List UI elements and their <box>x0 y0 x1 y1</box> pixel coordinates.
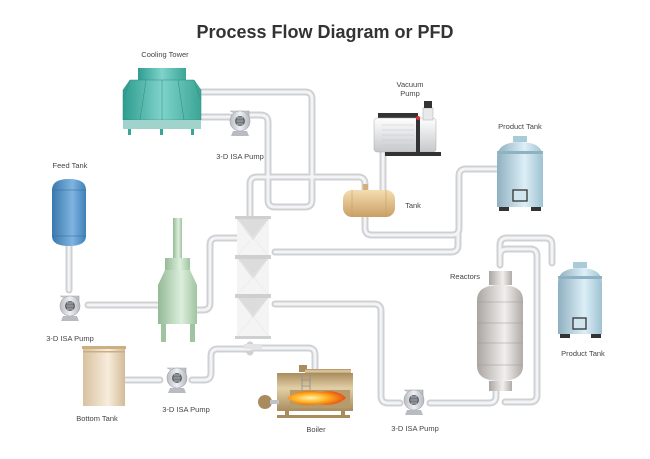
boiler[interactable] <box>258 365 353 418</box>
label-pump-left: 3-D ISA Pump <box>46 334 94 343</box>
bottom-tank[interactable] <box>82 346 126 406</box>
label-tank: Tank <box>405 201 421 210</box>
label-boiler: Boiler <box>306 425 326 434</box>
label-pump-right: 3-D ISA Pump <box>391 424 439 433</box>
vacuum-pump[interactable] <box>373 101 441 156</box>
stripper-column[interactable] <box>158 218 197 342</box>
product-tank-right[interactable] <box>558 262 602 338</box>
pump-right[interactable] <box>403 389 425 416</box>
reactor[interactable] <box>477 271 523 391</box>
cooling-tower[interactable] <box>122 68 202 135</box>
diagram-title: Process Flow Diagram or PFD <box>196 22 454 42</box>
feed-tank[interactable] <box>52 179 86 246</box>
label-bottom-tank: Bottom Tank <box>76 414 118 423</box>
label-product-tank-top: Product Tank <box>498 122 542 131</box>
horizontal-tank[interactable] <box>343 184 395 217</box>
product-tank-top[interactable] <box>497 136 543 211</box>
pump-top[interactable] <box>229 110 251 137</box>
label-reactors: Reactors <box>449 272 480 281</box>
label-product-tank-right: Product Tank <box>561 349 605 358</box>
pump-left[interactable] <box>59 295 81 322</box>
pipe-network <box>65 88 556 407</box>
label-pump-top: 3-D ISA Pump <box>216 152 264 161</box>
label-cooling-tower: Cooling Tower <box>141 50 189 59</box>
distillation-column[interactable] <box>235 216 271 349</box>
label-vacuum-pump: Vacuum Pump <box>396 80 424 98</box>
label-feed-tank: Feed Tank <box>52 161 88 170</box>
label-pump-bottom: 3-D ISA Pump <box>162 405 210 414</box>
pump-bottom[interactable] <box>166 367 188 394</box>
